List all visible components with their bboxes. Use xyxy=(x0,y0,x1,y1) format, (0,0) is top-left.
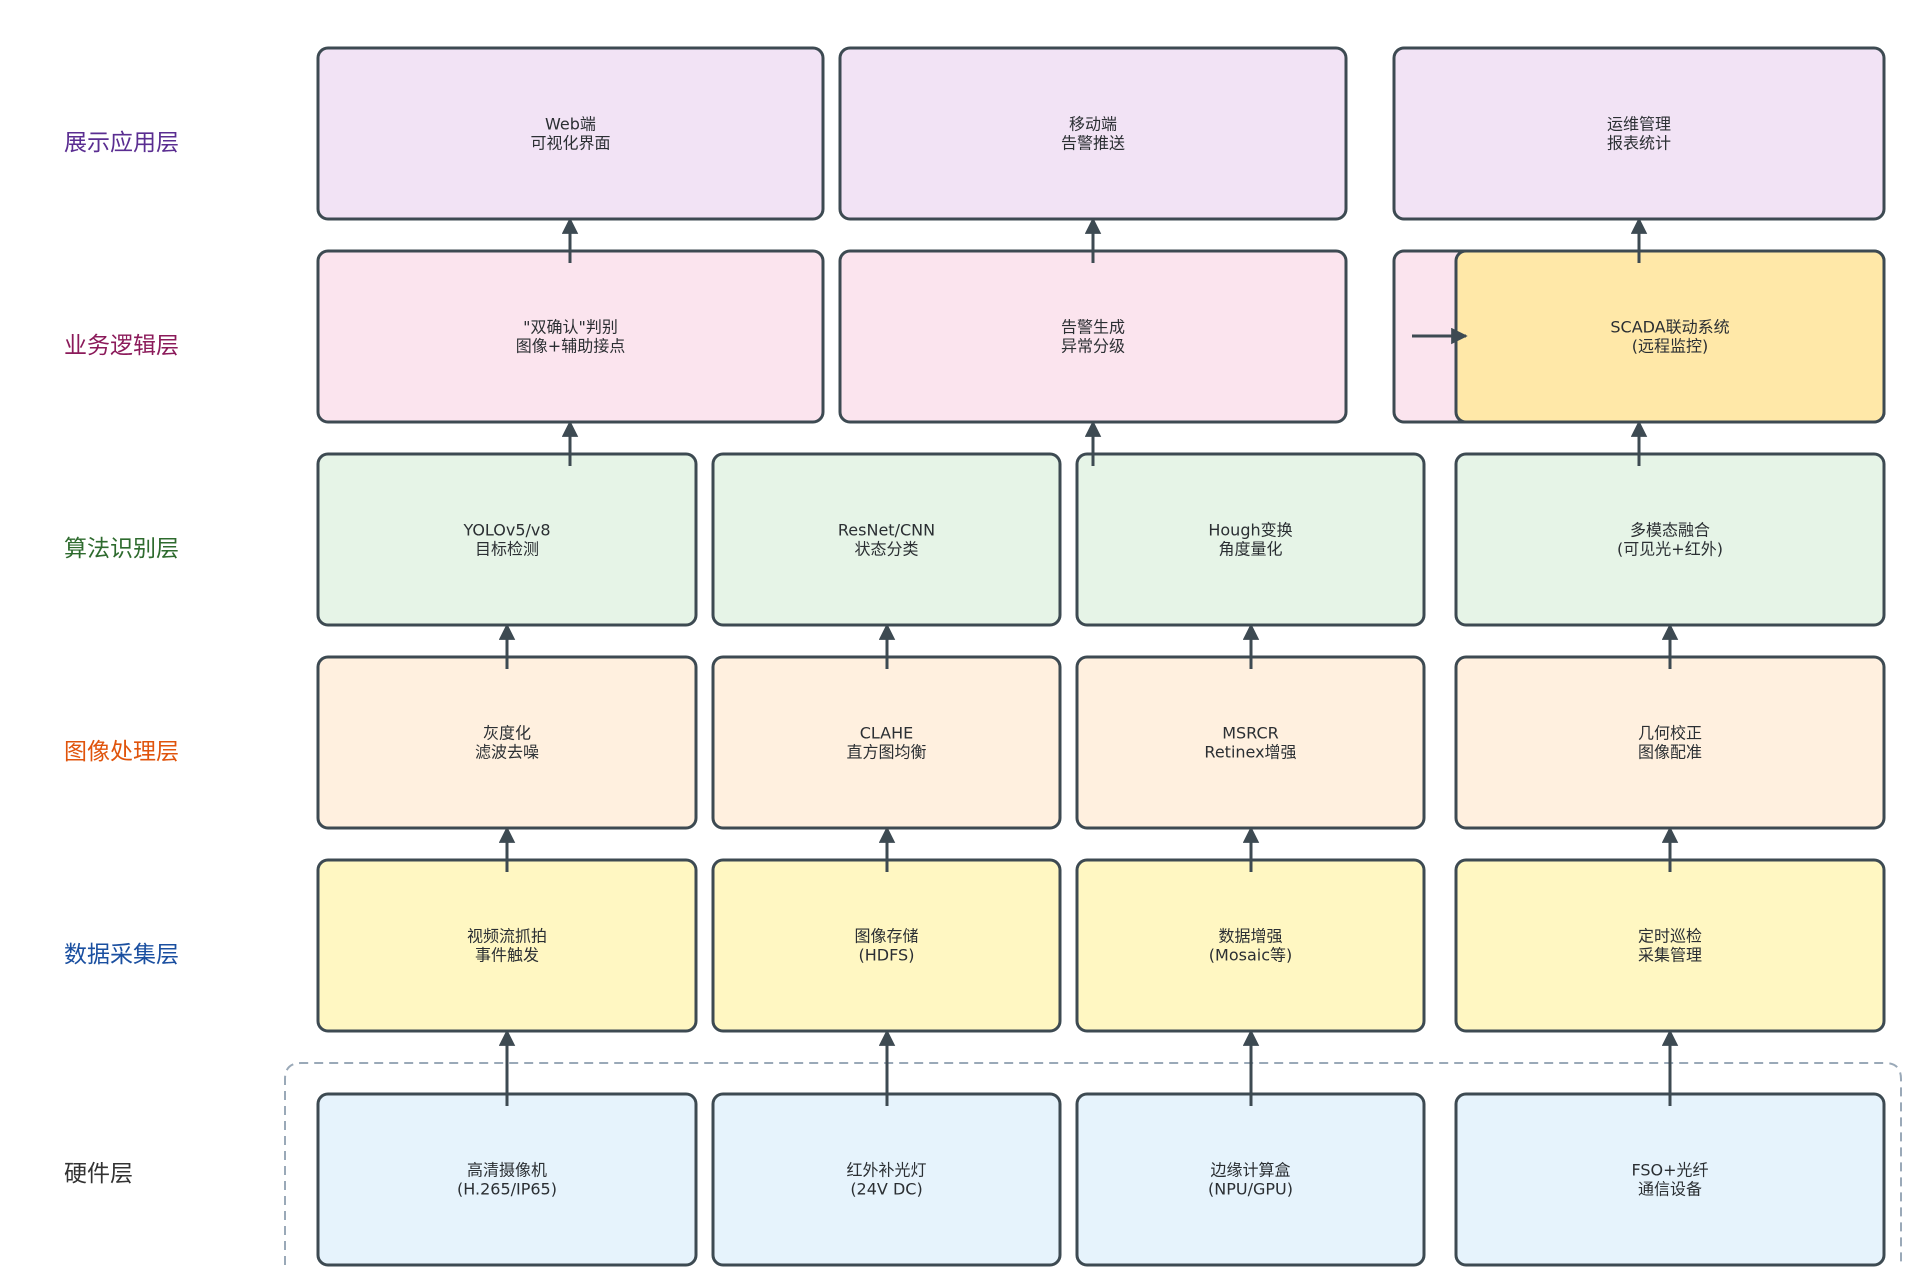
node-text-line: Retinex增强 xyxy=(1204,743,1296,762)
layer-label-business: 业务逻辑层 xyxy=(64,333,179,359)
node-text-line: 几何校正 xyxy=(1638,724,1702,743)
node-text-line: (远程监控) xyxy=(1632,337,1709,356)
node-text-line: 边缘计算盒 xyxy=(1210,1161,1290,1180)
node-text-line: 多模态融合 xyxy=(1630,521,1710,540)
node-text-line: YOLOv5/v8 xyxy=(462,521,550,540)
node-text-line: (NPU/GPU) xyxy=(1208,1180,1293,1199)
node-text-line: (HDFS) xyxy=(859,946,915,965)
node-business-4: SCADA联动系统(远程监控) xyxy=(1454,249,1886,424)
layer-label-presentation: 展示应用层 xyxy=(64,130,179,156)
node-hardware-1: 高清摄像机(H.265/IP65) xyxy=(316,1092,698,1267)
node-text-line: FSO+光纤 xyxy=(1631,1161,1708,1180)
node-text-line: 移动端 xyxy=(1069,115,1117,134)
node-text-line: (Mosaic等) xyxy=(1209,946,1292,965)
layer-label-algorithm: 算法识别层 xyxy=(64,536,179,562)
node-text-line: 运维管理 xyxy=(1607,115,1671,134)
node-text-line: MSRCR xyxy=(1222,724,1279,743)
layer-label-data: 数据采集层 xyxy=(64,942,179,968)
node-text-line: 异常分级 xyxy=(1061,337,1125,356)
node-text-line: Hough变换 xyxy=(1208,521,1292,540)
node-text-line: (H.265/IP65) xyxy=(457,1180,557,1199)
node-data-3: 数据增强(Mosaic等) xyxy=(1075,858,1426,1033)
node-text-line: 定时巡检 xyxy=(1638,927,1702,946)
node-text-line: (可见光+红外) xyxy=(1617,540,1723,559)
node-text-line: CLAHE xyxy=(860,724,914,743)
node-text-line: "双确认"判别 xyxy=(523,318,618,337)
node-text-line: 红外补光灯 xyxy=(846,1161,926,1180)
node-text-line: 角度量化 xyxy=(1218,540,1282,559)
node-text-line: SCADA联动系统 xyxy=(1610,318,1729,337)
node-text-line: 直方图均衡 xyxy=(846,743,926,762)
node-text-line: (24V DC) xyxy=(850,1180,922,1199)
node-text-line: 告警推送 xyxy=(1061,134,1125,153)
layer-label-hardware: 硬件层 xyxy=(64,1161,133,1187)
node-text-line: 数据增强 xyxy=(1218,927,1282,946)
node-text-line: 报表统计 xyxy=(1607,134,1671,153)
node-text-line: 事件触发 xyxy=(475,946,539,965)
layer-label-image: 图像处理层 xyxy=(64,739,179,765)
node-text-line: 可视化界面 xyxy=(530,134,610,153)
node-text-line: 告警生成 xyxy=(1061,318,1125,337)
node-text-line: 采集管理 xyxy=(1638,946,1702,965)
node-text-line: 图像+辅助接点 xyxy=(516,337,625,356)
node-data-2: 图像存储(HDFS) xyxy=(711,858,1062,1033)
node-text-line: 滤波去噪 xyxy=(475,743,539,762)
node-text-line: 图像存储 xyxy=(854,927,918,946)
node-text-line: 高清摄像机 xyxy=(467,1161,547,1180)
node-hardware-3: 边缘计算盒(NPU/GPU) xyxy=(1075,1092,1426,1267)
node-text-line: 通信设备 xyxy=(1638,1180,1702,1199)
node-text-line: 灰度化 xyxy=(483,724,531,743)
node-algorithm-4: 多模态融合(可见光+红外) xyxy=(1454,452,1886,627)
node-text-line: 状态分类 xyxy=(854,540,918,559)
node-text-line: Web端 xyxy=(545,115,596,134)
node-text-line: ResNet/CNN xyxy=(838,521,935,540)
hardware-group-border xyxy=(284,1062,1902,1265)
node-text-line: 视频流抓拍 xyxy=(467,927,547,946)
node-text-line: 图像配准 xyxy=(1638,743,1702,762)
node-hardware-2: 红外补光灯(24V DC) xyxy=(711,1092,1062,1267)
node-text-line: 目标检测 xyxy=(475,540,539,559)
